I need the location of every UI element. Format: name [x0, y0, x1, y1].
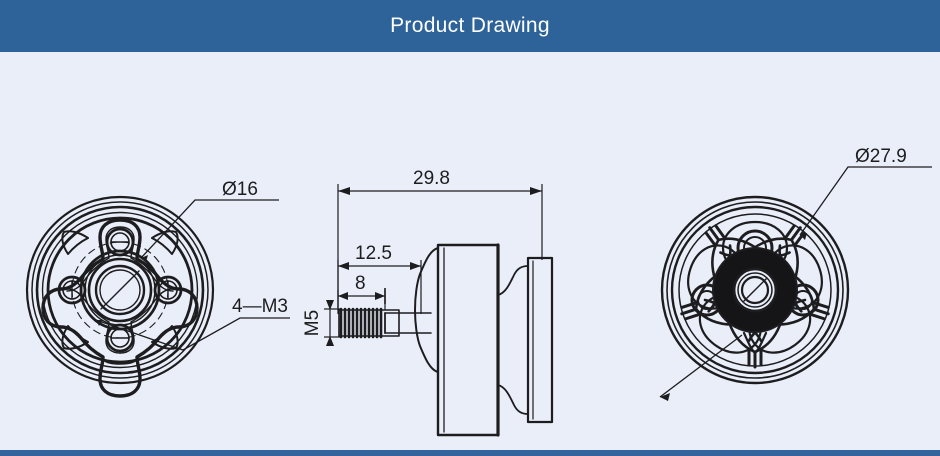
- arrow-125-right: [410, 262, 421, 270]
- front-view-callouts: [95, 199, 290, 351]
- arrow-overall-right: [530, 187, 542, 195]
- label-thread-length: 8: [355, 273, 366, 294]
- flange-lower-fillet: [497, 384, 529, 415]
- label-dia27-9: Ø27.9: [855, 146, 907, 167]
- leader-bell-spoke-arrow: [660, 393, 670, 401]
- arrow-8-left: [338, 292, 348, 300]
- bell-hub-ring: [712, 247, 798, 333]
- page-title: Product Drawing: [390, 14, 550, 37]
- footer-bar: [0, 450, 940, 456]
- leader-dia16: [140, 199, 279, 259]
- recess-ring: [46, 216, 194, 364]
- outer-ring-4: [41, 211, 199, 369]
- bore-diagonal: [743, 278, 767, 302]
- arrow-125-left: [338, 262, 349, 270]
- leader-dia27-9-arrow: [800, 233, 807, 240]
- bell-outer-ring-1: [660, 195, 850, 385]
- bell-view-callouts: [659, 166, 932, 401]
- body-can: [436, 243, 500, 437]
- cross-mount-outline: [41, 218, 199, 398]
- arrow-m5-top: [326, 300, 334, 310]
- bell-outer-ring-3: [670, 205, 840, 375]
- side-view-dimensions: [324, 184, 543, 346]
- arrow-m5-bottom: [326, 336, 334, 346]
- bell-ribs: [680, 224, 830, 369]
- technical-drawing-svg: Ø16 4—M3: [25, 146, 932, 437]
- bell-center-bore: [732, 267, 778, 313]
- arrow-overall-left: [338, 187, 350, 195]
- rear-flange: [497, 256, 554, 424]
- thread-crests: [339, 307, 383, 339]
- outer-ring-3: [35, 205, 205, 375]
- shaft-shank: [384, 312, 432, 334]
- leader-dia27-9: [799, 166, 932, 236]
- pocket-se: [151, 325, 179, 350]
- label-4-m3: 4—M3: [232, 296, 288, 317]
- bell-bottom-tab: [742, 331, 768, 355]
- flange-plate: [526, 256, 554, 424]
- label-dia16: Ø16: [222, 179, 258, 200]
- leader-dia16-arrow: [141, 255, 148, 262]
- body-left-profile: [414, 247, 439, 373]
- leader-4m3-arrow: [96, 320, 103, 326]
- label-shaft-to-body: 12.5: [355, 243, 392, 264]
- mount-pockets: [61, 230, 179, 350]
- drawing-canvas: Ø16 4—M3: [0, 52, 940, 450]
- label-overall-length: 29.8: [413, 168, 450, 189]
- shaft-outline: [338, 309, 400, 337]
- outer-ring-1: [25, 195, 215, 385]
- bell-outer-ring-2: [666, 201, 844, 379]
- motor-body: [414, 243, 500, 437]
- bottom-tab: [103, 359, 137, 365]
- pocket-sw: [61, 325, 89, 350]
- bell-rotor-view: [660, 195, 850, 385]
- leader-bell-spoke: [659, 334, 743, 398]
- flange-upper-fillet: [497, 265, 529, 296]
- arrow-8-right: [375, 292, 385, 300]
- pocket-nw: [61, 230, 89, 255]
- outer-ring-2: [31, 201, 209, 379]
- side-section-view: [338, 243, 554, 437]
- header-bar: Product Drawing: [0, 0, 940, 52]
- cross-mount-body: [41, 218, 199, 398]
- front-mount-view: [25, 195, 215, 398]
- leader-4m3: [95, 317, 290, 351]
- label-thread-size: M5: [302, 310, 323, 336]
- bolt-pitch-circle: [71, 241, 169, 339]
- threaded-shaft: [338, 307, 432, 339]
- central-hub: [79, 249, 161, 331]
